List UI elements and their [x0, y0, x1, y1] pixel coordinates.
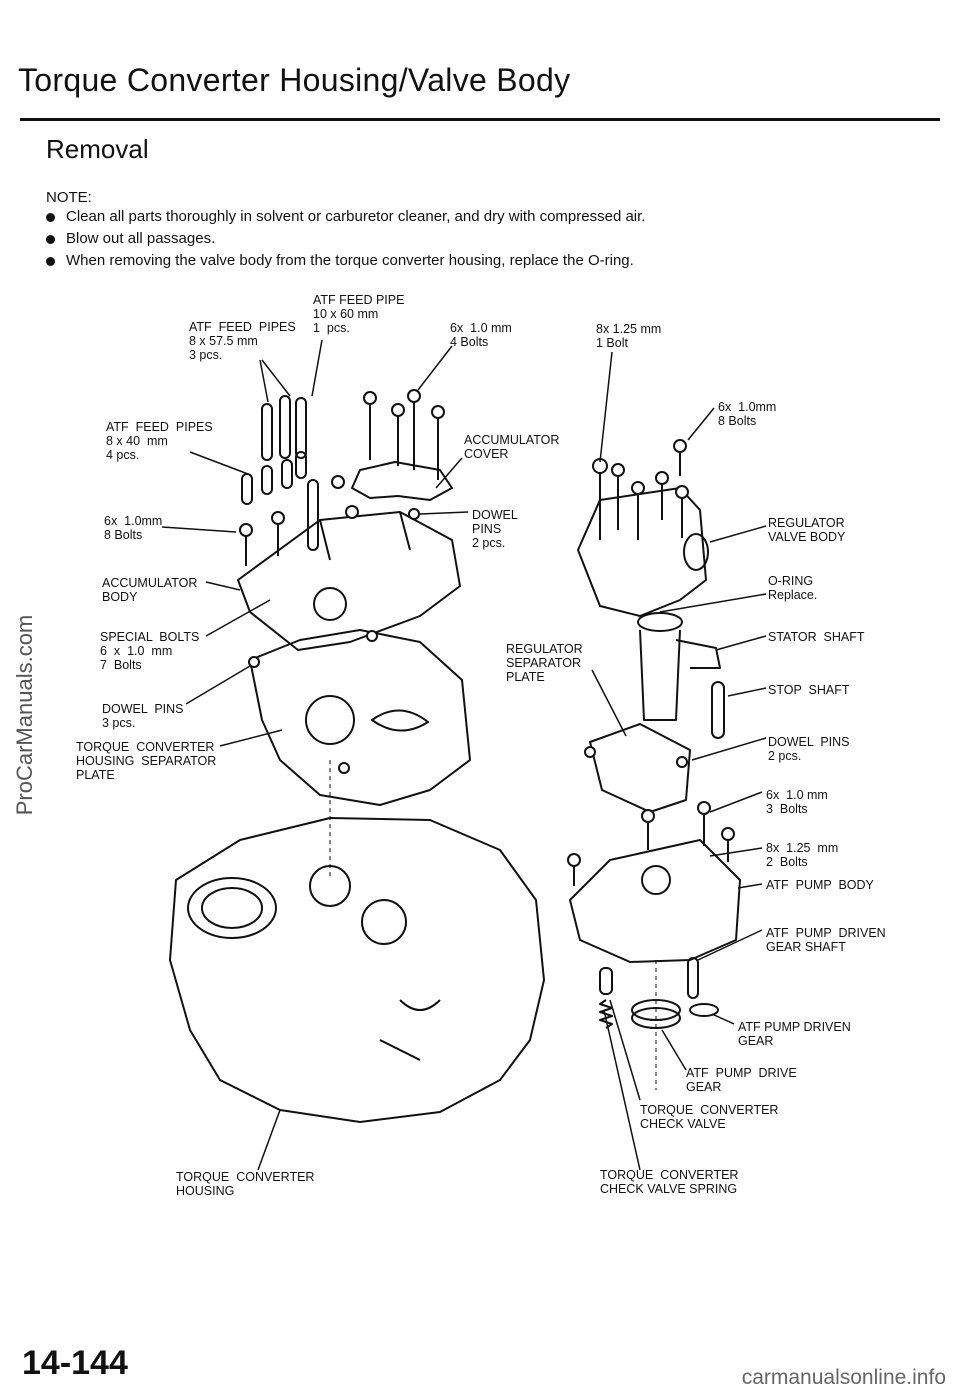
label-dowel-pins-right: DOWEL PINS 2 pcs.: [768, 735, 850, 763]
check-valve-shape: [599, 967, 613, 995]
note-item: Clean all parts thoroughly in solvent or…: [46, 206, 645, 228]
label-atf-pump-drive-gear: ATF PUMP DRIVE GEAR: [686, 1066, 797, 1094]
regulator-valve-body-shape: [577, 487, 707, 617]
regulator-separator-plate-shape: [589, 723, 691, 813]
label-atf-feed-pipes-8x57: ATF FEED PIPES 8 x 57.5 mm 3 pcs.: [189, 320, 296, 362]
label-bolts-8x125-2: 8x 1.25 mm 2 Bolts: [766, 841, 839, 869]
page-number: 14-144: [22, 1344, 128, 1382]
label-bolts-6x1-8-right: 6x 1.0mm 8 Bolts: [718, 400, 777, 428]
label-bolts-6x1-3: 6x 1.0 mm 3 Bolts: [766, 788, 828, 816]
label-tc-housing-separator-plate: TORQUE CONVERTER HOUSING SEPARATOR PLATE: [76, 740, 217, 782]
label-atf-pump-driven-gear: ATF PUMP DRIVEN GEAR: [738, 1020, 851, 1048]
label-atf-feed-pipe-10x60: ATF FEED PIPE 10 x 60 mm 1 pcs.: [313, 293, 405, 335]
label-bolts-6x1-8-left: 6x 1.0mm 8 Bolts: [104, 514, 163, 542]
label-accumulator-cover: ACCUMULATOR COVER: [464, 433, 560, 461]
title-rule: [20, 118, 940, 121]
page-title: Torque Converter Housing/Valve Body: [18, 62, 571, 98]
label-tc-check-valve-spring: TORQUE CONVERTER CHECK VALVE SPRING: [600, 1168, 739, 1196]
label-stop-shaft: STOP SHAFT: [768, 683, 850, 697]
label-bolt-8x125-1: 8x 1.25 mm 1 Bolt: [596, 322, 662, 350]
atf-pump-driven-gear-shape: [689, 1003, 719, 1017]
housing-separator-plate-shape: [249, 629, 471, 806]
stop-shaft-shape: [711, 681, 725, 739]
section-subtitle: Removal: [46, 134, 149, 164]
label-dowel-pins-3: DOWEL PINS 3 pcs.: [102, 702, 184, 730]
label-bolts-6x1-4: 6x 1.0 mm 4 Bolts: [450, 321, 512, 349]
label-atf-feed-pipes-8x40: ATF FEED PIPES 8 x 40 mm 4 pcs.: [106, 420, 213, 462]
check-valve-spring-shape: [599, 999, 613, 1029]
label-atf-pump-body: ATF PUMP BODY: [766, 878, 874, 892]
label-regulator-valve-body: REGULATOR VALVE BODY: [768, 516, 846, 544]
note-item: Blow out all passages.: [46, 228, 645, 250]
torque-converter-housing-shape: [169, 817, 545, 1123]
label-regulator-separator-plate: REGULATOR SEPARATOR PLATE: [506, 642, 583, 684]
label-atf-pump-driven-gear-shaft: ATF PUMP DRIVEN GEAR SHAFT: [766, 926, 886, 954]
label-stator-shaft: STATOR SHAFT: [768, 630, 865, 644]
label-special-bolts: SPECIAL BOLTS 6 x 1.0 mm 7 Bolts: [100, 630, 200, 672]
label-accumulator-body: ACCUMULATOR BODY: [102, 576, 198, 604]
note-item: When removing the valve body from the to…: [46, 250, 645, 272]
label-tc-check-valve: TORQUE CONVERTER CHECK VALVE: [640, 1103, 779, 1131]
label-tc-housing: TORQUE CONVERTER HOUSING: [176, 1170, 315, 1198]
watermark: ProCarManuals.com: [6, 570, 44, 860]
label-dowel-pins-upper: DOWEL PINS 2 pcs.: [472, 508, 518, 550]
footer-link[interactable]: carmanualsonline.info: [741, 1366, 946, 1389]
label-o-ring: O-RING Replace.: [768, 574, 818, 602]
accumulator-cover-shape: [351, 461, 453, 501]
note-label: NOTE:: [46, 189, 92, 206]
note-list: Clean all parts thoroughly in solvent or…: [46, 206, 645, 272]
stator-shaft-shape: [639, 629, 681, 721]
accumulator-body-shape: [237, 511, 461, 651]
watermark-text: ProCarManuals.com: [12, 614, 37, 816]
atf-pump-body-shape: [569, 839, 741, 963]
